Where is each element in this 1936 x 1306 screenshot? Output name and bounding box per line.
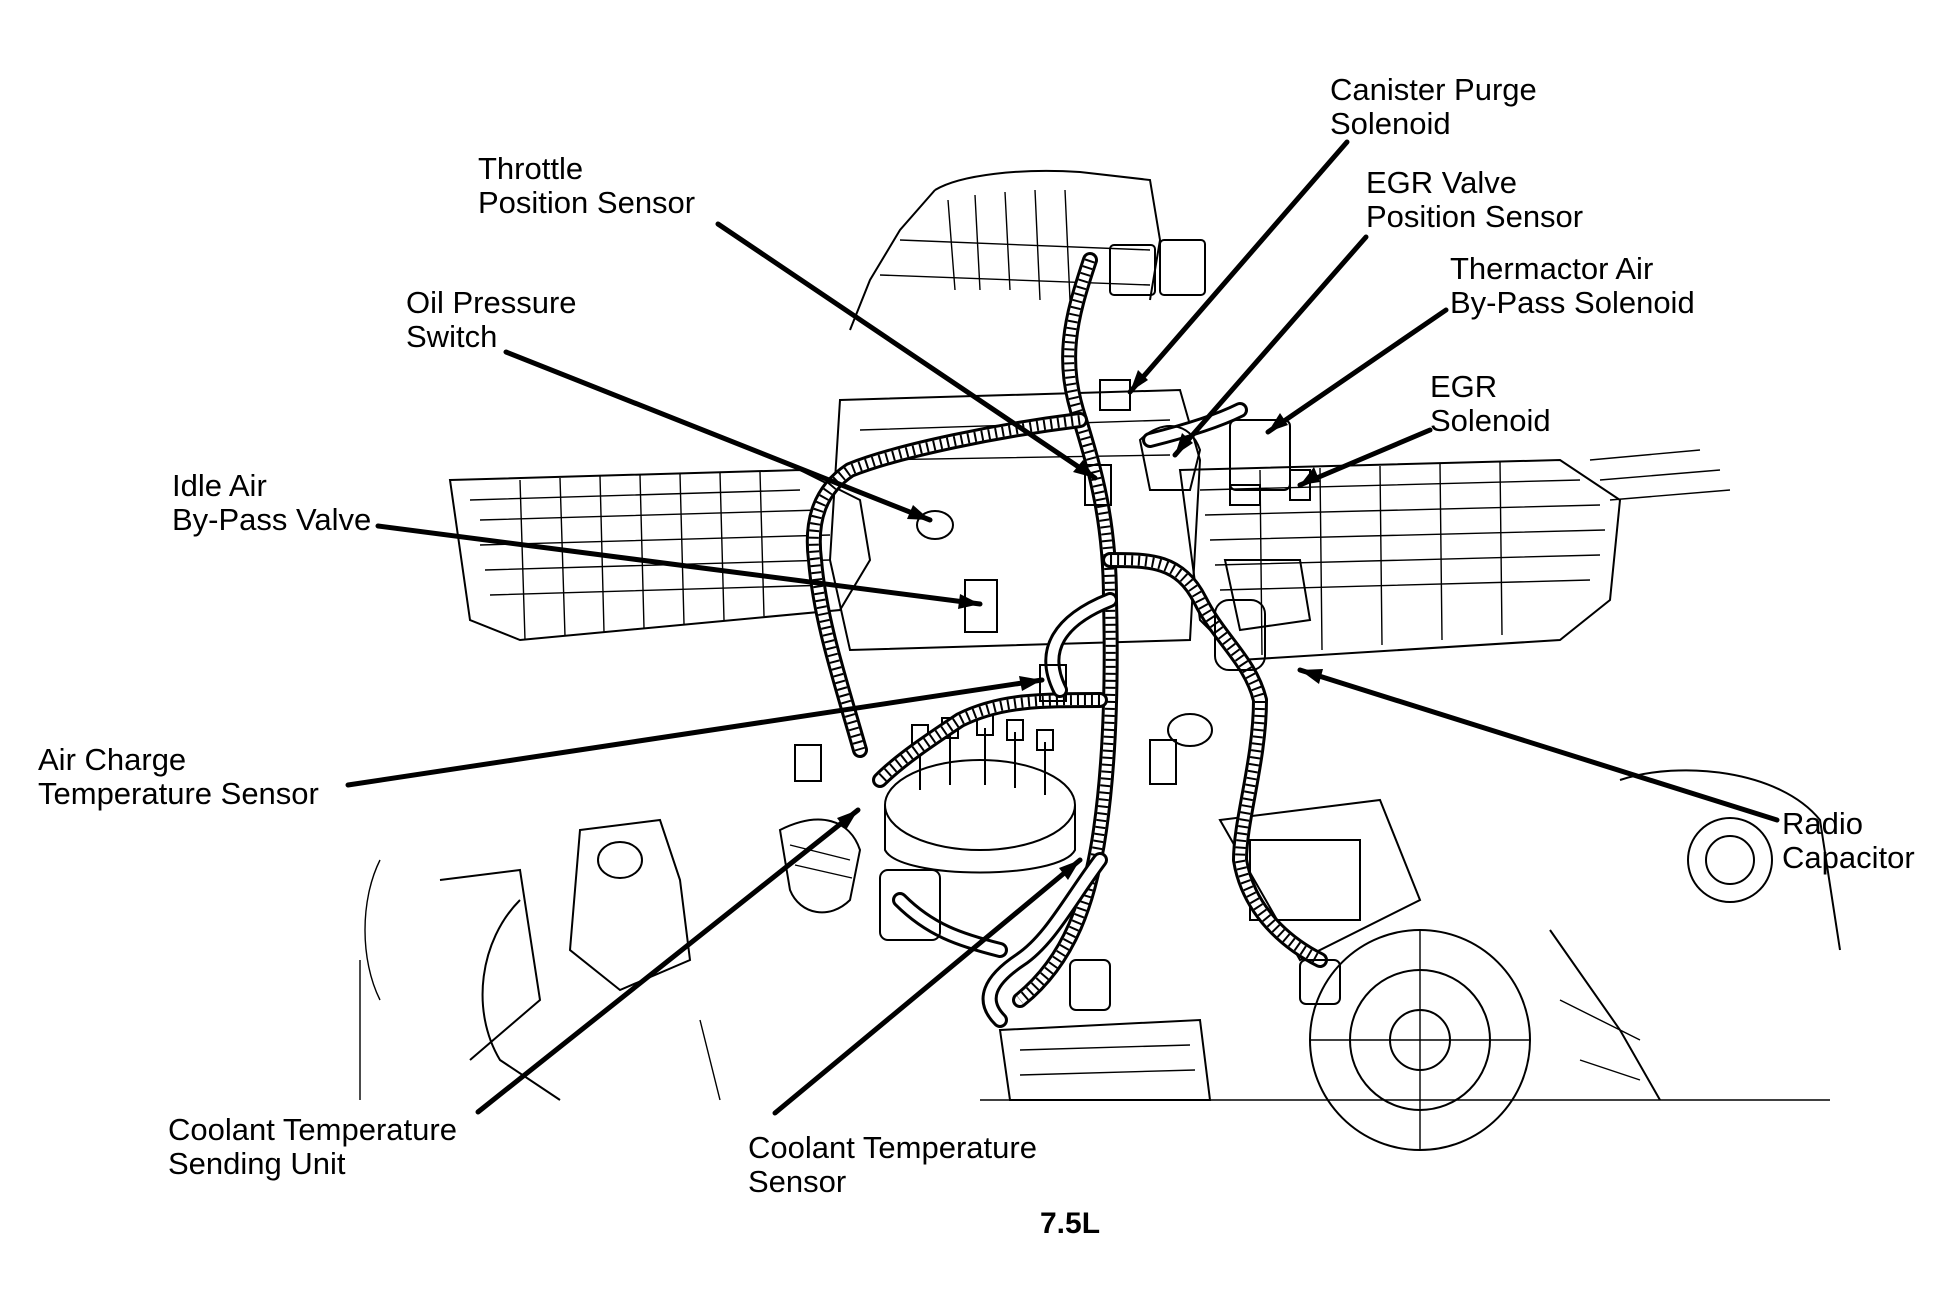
leader-lines: [345, 139, 1780, 1116]
label-line: Switch: [406, 319, 498, 354]
label-line: Thermactor Air: [1450, 251, 1654, 286]
label-coolant-temperature-sending-unit: Coolant Temperature Sending Unit: [168, 1113, 457, 1181]
diagram-caption: 7.5L: [1040, 1207, 1101, 1240]
label-line: EGR Valve: [1366, 165, 1518, 200]
label-coolant-temperature-sensor: Coolant Temperature Sensor: [748, 1131, 1037, 1199]
label-air-charge-temperature-sensor: Air Charge Temperature Sensor: [38, 743, 319, 811]
label-line: Coolant Temperature: [168, 1112, 457, 1147]
label-radio-capacitor: Radio Capacitor: [1782, 807, 1915, 875]
label-thermactor-air-bypass-solenoid: Thermactor Air By-Pass Solenoid: [1450, 252, 1695, 320]
label-egr-solenoid: EGR Solenoid: [1430, 370, 1551, 438]
label-line: Throttle: [478, 151, 584, 186]
label-line: Solenoid: [1430, 403, 1551, 438]
label-oil-pressure-switch: Oil Pressure Switch: [406, 286, 577, 354]
connectors: [794, 239, 1341, 1011]
engine-illustration: [359, 169, 1841, 1151]
label-line: Idle Air: [172, 468, 267, 503]
label-egr-valve-position-sensor: EGR Valve Position Sensor: [1366, 166, 1583, 234]
label-line: By-Pass Valve: [172, 502, 372, 537]
label-line: Sensor: [748, 1164, 847, 1199]
label-line: EGR: [1430, 369, 1498, 404]
label-line: Canister Purge: [1330, 72, 1537, 107]
label-idle-air-bypass-valve: Idle Air By-Pass Valve: [172, 469, 371, 537]
label-line: Sending Unit: [168, 1146, 346, 1181]
label-line: Air Charge: [38, 742, 187, 777]
label-line: Coolant Temperature: [748, 1130, 1037, 1165]
label-line: Oil Pressure: [406, 285, 577, 320]
label-line: Solenoid: [1330, 106, 1451, 141]
label-line: Capacitor: [1782, 840, 1915, 875]
label-line: Position Sensor: [1366, 199, 1584, 234]
wiring-harness: [805, 252, 1328, 1028]
label-canister-purge-solenoid: Canister Purge Solenoid: [1330, 73, 1537, 141]
label-line: Position Sensor: [478, 185, 696, 220]
label-line: Radio: [1782, 806, 1863, 841]
label-line: By-Pass Solenoid: [1450, 285, 1695, 320]
label-line: Temperature Sensor: [38, 776, 319, 811]
label-throttle-position-sensor: Throttle Position Sensor: [478, 152, 695, 220]
